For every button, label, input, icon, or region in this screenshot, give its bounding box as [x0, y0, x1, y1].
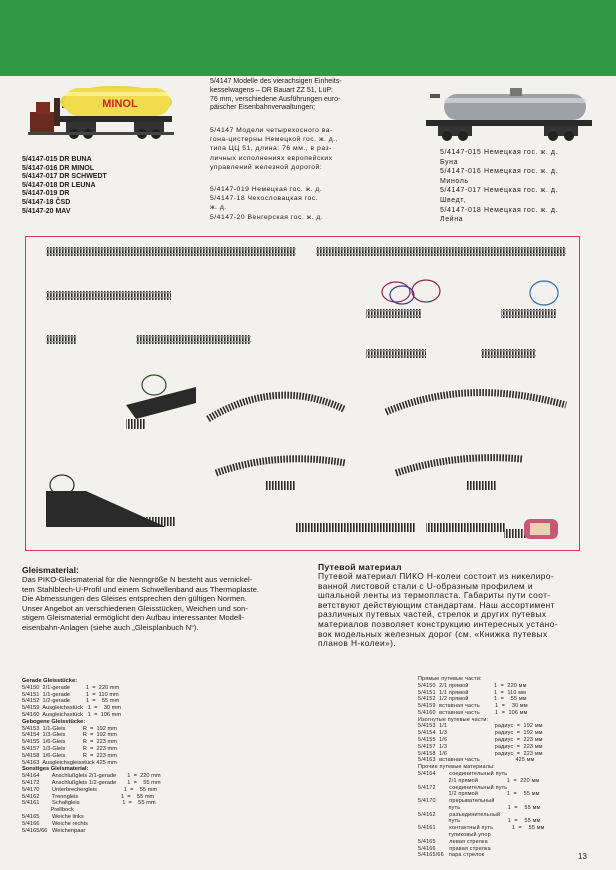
table-row: 5/4152 1/2 прямой 1 = 55 мм — [418, 696, 527, 703]
table-row: 5/4170 прерывательный — [418, 798, 495, 805]
table-row: 5/4155 1/6-Gleis R = 223 mm — [22, 739, 117, 746]
list-item: 5/4147-015 DR BUNA — [22, 156, 92, 163]
table-heading: Gerade Gleisstücke: — [22, 678, 78, 684]
table-row: 5/4165 Weiche links — [22, 813, 84, 820]
table-row: 5/4164 Anschlußgleis 2/1-gerade 1 = 220 … — [22, 773, 161, 780]
table-heading: Изогнутые путевые части: — [418, 716, 489, 723]
table-row: 5/4163 вставная часть 425 мм — [418, 757, 535, 764]
table-row: 5/4152 1/2-gerade 1 = 55 mm — [22, 698, 120, 705]
table-row: 5/4154 1/3-Gleis R = 192 mm — [22, 732, 117, 739]
tank-wagon-silver-image — [426, 88, 592, 141]
tank-wagon-minol-image: MINOL — [28, 86, 174, 139]
list-item: 5/4147-019 DR — [22, 190, 70, 198]
track-illustration-frame — [25, 236, 580, 551]
table-row: 1/2 прямой 1 = 55 мм — [418, 791, 540, 798]
center-description-de: 5/4147 Modelle des vierachsigen Einheits… — [210, 78, 342, 112]
table-row: 5/4163 Ausgleichsgleisstück 425 mm — [22, 759, 117, 766]
turnouts — [46, 387, 196, 527]
right-wagon-list: 5/4147-015 Немецкая гос. ж. д. Буна 5/41… — [440, 149, 559, 224]
list-item: 5/4147-20 MAV — [22, 207, 71, 215]
table-row: путь 1 = 55 мм — [418, 818, 541, 825]
table-heading: Прочие путевые материалы: — [418, 764, 495, 771]
table-row: 5/4160 вставная часть 1 = 106 мм — [418, 709, 528, 716]
straight-track-pieces — [46, 247, 566, 538]
table-row: 5/4162 разъединительный — [418, 811, 501, 818]
table-row: 2/1 прямой 1 = 220 мм — [418, 777, 540, 784]
table-row: 5/4166 правая стрелка — [418, 845, 491, 852]
center-description-ru: 5/4147 Модели четырехосного ва- гона-цис… — [210, 127, 339, 171]
table-row: 5/4164 соединительный путь — [418, 770, 508, 777]
table-row: Prellbock — [22, 807, 74, 814]
table-row: 5/4172 Anschlußgleis 1/2-gerade 1 = 55 m… — [22, 779, 161, 786]
table-row: 5/4153 1/1 радиус = 192 мм — [418, 723, 543, 730]
table-row: 5/4150 2/1-gerade 1 = 220 mm — [22, 684, 120, 691]
cables — [49, 279, 559, 496]
table-row: 5/4161 Schaltgleis 1 = 55 mm — [22, 800, 156, 807]
table-heading: Gebogene Gleisstücke: — [22, 718, 86, 725]
list-item: 5/4147-017 DR SCHWEDT — [22, 173, 107, 181]
table-row: 5/4158 1/6-Gleis R = 223 mm — [22, 752, 117, 759]
table-heading: Sonstiges Gleismaterial: — [22, 766, 89, 773]
table-row: 5/4161 контактный путь 1 = 55 мм — [418, 825, 545, 832]
table-row: 5/4165/66 пара стрелок — [418, 852, 485, 859]
table-row: 5/4162 Trenngleis 1 = 55 mm — [22, 793, 155, 800]
table-row: 5/4159 вставная часть 1 = 30 мм — [418, 703, 528, 710]
list-item: 5/4147-018 DR LEUNA — [22, 181, 96, 189]
track-table-ru: Прямые путевые части: 5/4150 2/1 прямой … — [418, 676, 545, 859]
page-number: 13 — [578, 852, 587, 861]
track-table-de: Gerade Gleisstücke: 5/4150 2/1-gerade 1 … — [22, 678, 161, 834]
table-row: 5/4158 1/6 радиус = 223 мм — [418, 750, 543, 757]
table-row: 5/4159 Ausgleichsstück 1 = 30 mm — [22, 705, 122, 712]
table-row: 5/4157 1/3 радиус = 223 мм — [418, 743, 543, 750]
table-row: тупиковый упор — [418, 831, 491, 838]
track-pieces-image — [46, 247, 567, 539]
table-row: 5/4160 Ausgleichsstück 1 = 106 mm — [22, 711, 122, 718]
green-header-band — [0, 0, 616, 76]
table-row: 5/4166 Weiche rechts — [22, 820, 88, 827]
table-row: 5/4155 1/6 радиус = 223 мм — [418, 737, 543, 744]
table-row: 5/4151 1/1 прямой 1 = 110 мм — [418, 689, 527, 696]
section-title: Gleismaterial: — [22, 565, 79, 575]
table-row: 5/4151 1/1-gerade 1 = 110 mm — [22, 691, 119, 698]
gleismaterial-section: Gleismaterial: Das PIKO-Gleismaterial fü… — [22, 565, 260, 632]
left-wagon-list: 5/4147-015 DR BUNA 5/4147-016 DR MINOL 5… — [22, 156, 107, 216]
buffer-stop — [524, 519, 558, 539]
curved-track-pieces — [206, 389, 567, 477]
minol-logo-text: MINOL — [102, 98, 138, 110]
section-title: Путевой материал — [318, 562, 402, 572]
putevoi-section: Путевой материал Путевой материал ПИКО Н… — [318, 562, 558, 649]
table-row: 5/4165/66 Weichenpaar — [22, 827, 86, 834]
list-item: 5/4147-18 ČSD — [22, 198, 71, 206]
table-row: 5/4154 1/3 радиус = 192 мм — [418, 730, 543, 737]
table-row: 5/4153 1/1-Gleis R = 192 mm — [22, 725, 117, 732]
table-heading: Прямые путевые части: — [418, 676, 482, 682]
table-row: 5/4150 2/1 прямой 1 = 220 мм — [418, 682, 527, 689]
center-wagon-list: 5/4147-019 Немецкая гос. ж. д. 5/4147-18… — [210, 186, 324, 221]
table-row: 5/4157 1/3-Gleis R = 223 mm — [22, 745, 117, 752]
table-row: 5/4172 соединительный путь — [418, 784, 508, 791]
table-row: путь 1 = 55 мм — [418, 804, 541, 811]
table-row: 5/4165 левая стрелка — [418, 838, 488, 845]
table-row: 5/4170 Unterbrechergleis 1 = 55 mm — [22, 786, 158, 793]
list-item: 5/4147-016 DR MINOL — [22, 164, 94, 172]
